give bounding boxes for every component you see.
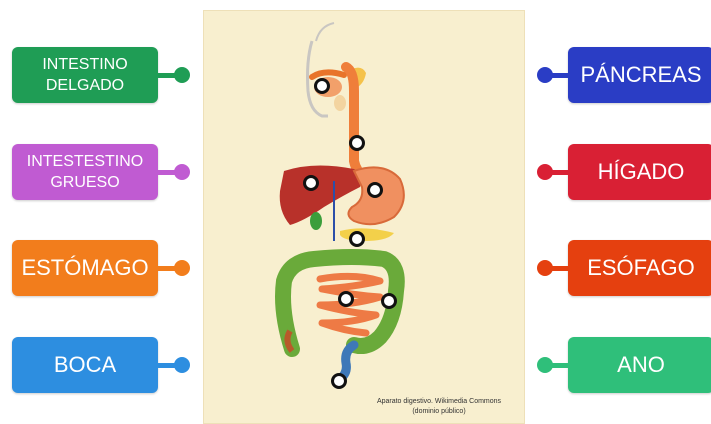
connector-dot-intestino-delgado[interactable] bbox=[174, 67, 190, 83]
card-label: ESÓFAGO bbox=[587, 255, 695, 281]
card-label: ANO bbox=[617, 352, 665, 378]
card-label: PÁNCREAS bbox=[580, 62, 701, 88]
image-caption: Aparato digestivo. Wikimedia Commons (do… bbox=[364, 397, 514, 417]
connector-dot-higado[interactable] bbox=[537, 164, 553, 180]
connector-dot-boca[interactable] bbox=[174, 357, 190, 373]
hotspot-mouth[interactable] bbox=[314, 78, 330, 94]
connector-dot-pancreas[interactable] bbox=[537, 67, 553, 83]
digestive-system-image: Aparato digestivo. Wikimedia Commons (do… bbox=[203, 10, 525, 424]
card-label: ESTÓMAGO bbox=[21, 255, 148, 281]
card-label: HÍGADO bbox=[598, 159, 685, 185]
connector-dot-intestino-grueso[interactable] bbox=[174, 164, 190, 180]
connector-dot-ano[interactable] bbox=[537, 357, 553, 373]
card-estomago[interactable]: ESTÓMAGO bbox=[12, 240, 158, 296]
card-intestino-delgado[interactable]: INTESTINO DELGADO bbox=[12, 47, 158, 103]
card-ano[interactable]: ANO bbox=[568, 337, 711, 393]
card-label: GRUESO bbox=[27, 172, 143, 193]
hotspot-small-intestine[interactable] bbox=[338, 291, 354, 307]
card-intestino-grueso[interactable]: INTESTESTINO GRUESO bbox=[12, 144, 158, 200]
digestive-system-illustration bbox=[204, 11, 525, 424]
connector-dot-esofago[interactable] bbox=[537, 260, 553, 276]
card-esofago[interactable]: ESÓFAGO bbox=[568, 240, 711, 296]
card-pancreas[interactable]: PÁNCREAS bbox=[568, 47, 711, 103]
hotspot-large-intestine[interactable] bbox=[381, 293, 397, 309]
caption-line: Aparato digestivo. Wikimedia Commons bbox=[364, 397, 514, 407]
hotspot-esophagus[interactable] bbox=[349, 135, 365, 151]
card-boca[interactable]: BOCA bbox=[12, 337, 158, 393]
hotspot-anus[interactable] bbox=[331, 373, 347, 389]
connector-dot-estomago[interactable] bbox=[174, 260, 190, 276]
card-higado[interactable]: HÍGADO bbox=[568, 144, 711, 200]
card-label: INTESTESTINO bbox=[27, 151, 143, 172]
hotspot-pancreas[interactable] bbox=[349, 231, 365, 247]
caption-line: (dominio público) bbox=[364, 407, 514, 417]
hotspot-stomach[interactable] bbox=[367, 182, 383, 198]
hotspot-liver[interactable] bbox=[303, 175, 319, 191]
card-label: DELGADO bbox=[42, 75, 127, 96]
card-label: BOCA bbox=[54, 352, 116, 378]
card-label: INTESTINO bbox=[42, 54, 127, 75]
